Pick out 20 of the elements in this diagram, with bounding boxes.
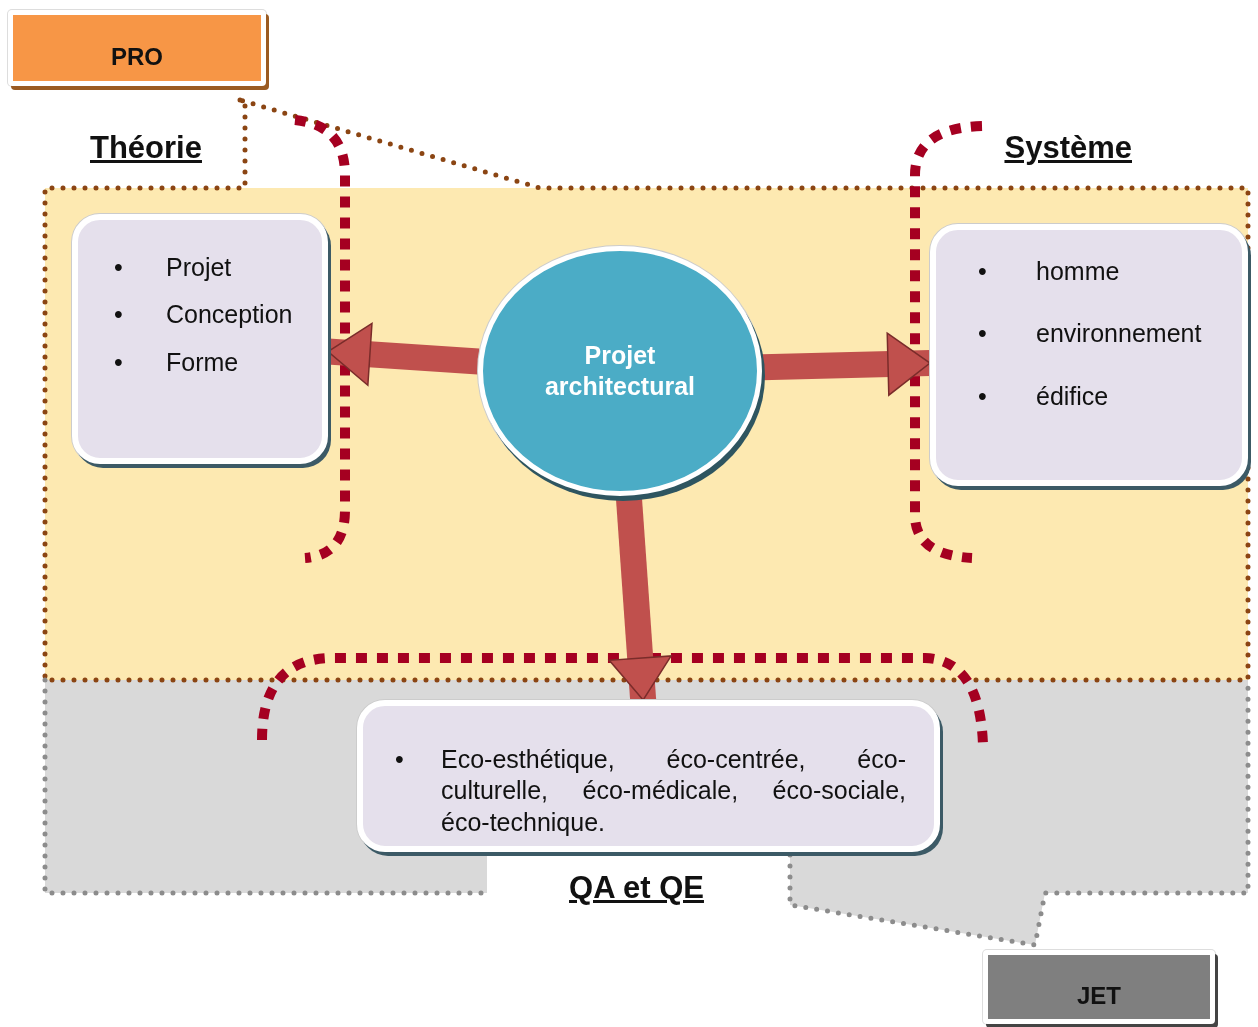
bullet-item: Eco-esthétique, éco-centrée, éco-culturelle, éco-médicale, éco-sociale, éco-technique. [441, 744, 906, 838]
bullet: • [978, 256, 988, 287]
heading: Système [1004, 130, 1132, 166]
bullet-item: édifice [1036, 380, 1110, 412]
bullet-item: Projet [166, 252, 233, 283]
bullet: • [114, 299, 124, 331]
bullet: • [114, 346, 124, 378]
heading: Théorie [89, 130, 202, 166]
block-arrow [761, 332, 931, 396]
circle-label: Projet architectural [543, 339, 697, 402]
label-tab: JET [983, 950, 1215, 1024]
bullet: • [114, 252, 124, 283]
heading: QA et QE [569, 870, 704, 906]
bullet-item: homme [1036, 256, 1121, 287]
bullet: • [395, 744, 405, 775]
bullet-item: Forme [166, 346, 240, 378]
bullet: • [978, 318, 988, 350]
bullet: • [978, 380, 988, 412]
bullet-item: environnement [1036, 318, 1203, 350]
bullet-item: Conception [166, 299, 294, 331]
